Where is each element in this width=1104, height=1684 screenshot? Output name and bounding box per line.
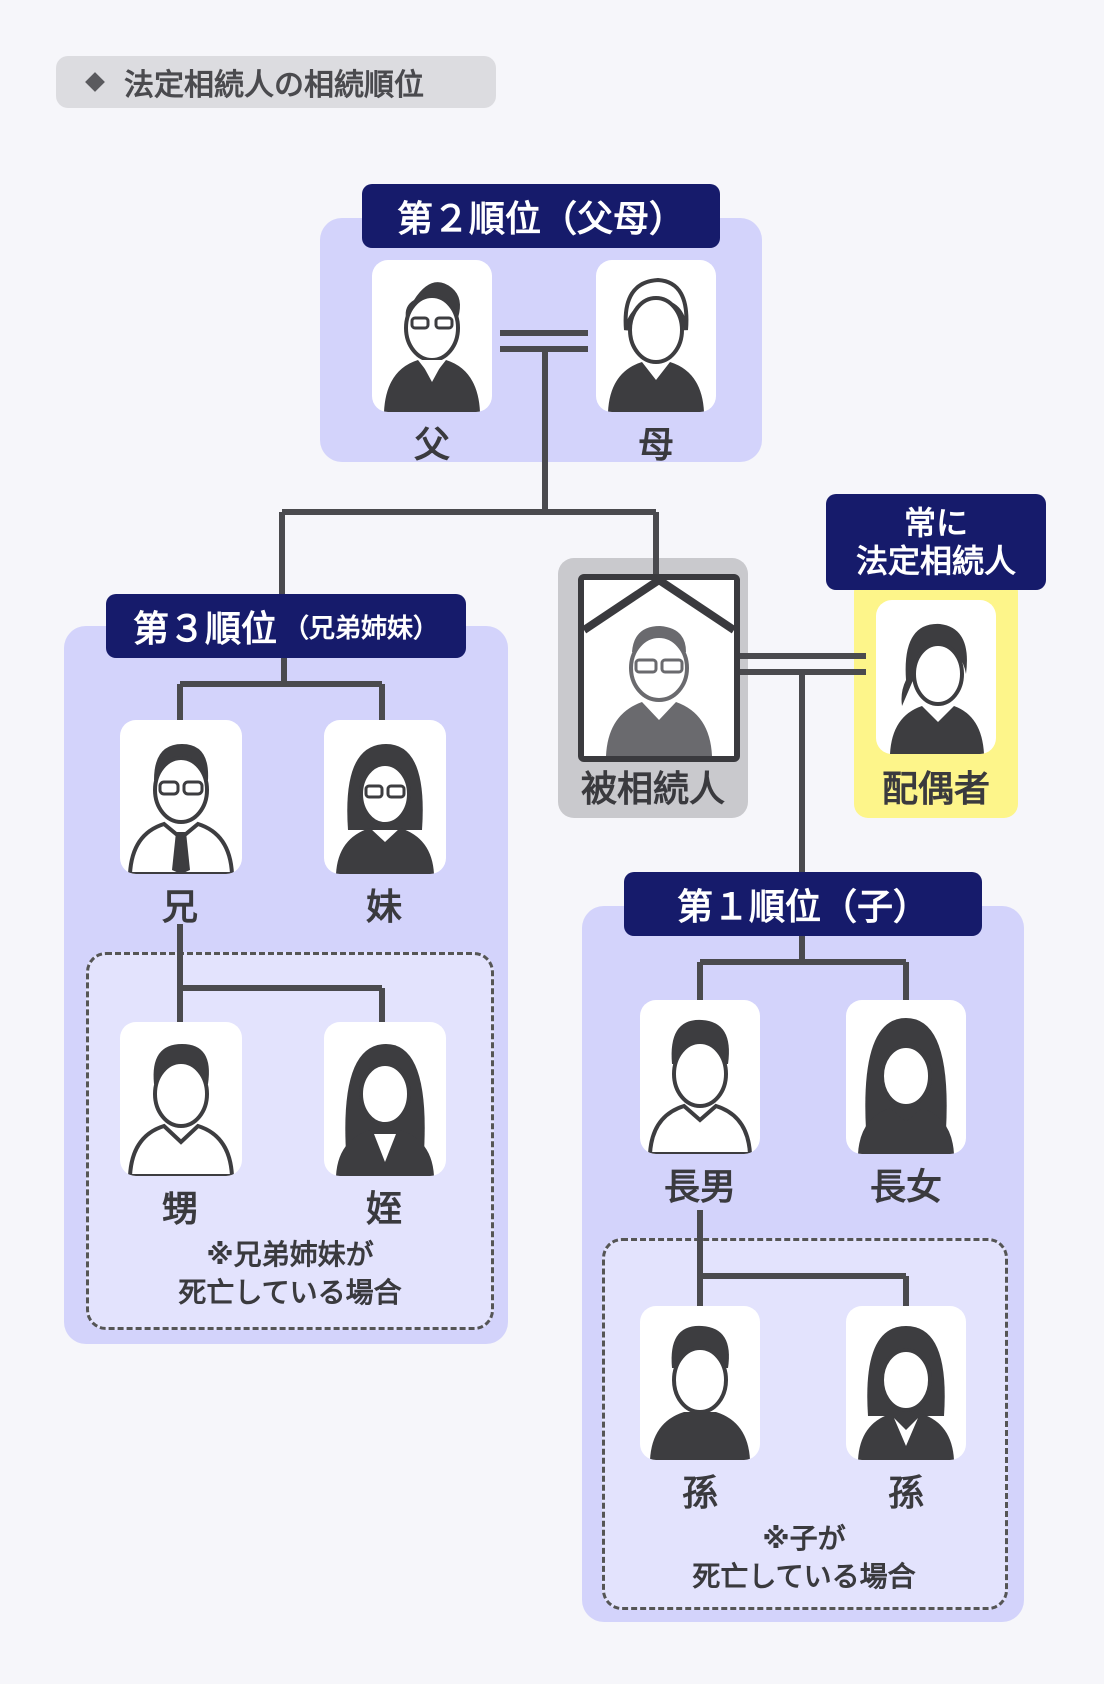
eldest-daughter-avatar-card <box>846 1000 966 1154</box>
eldest-daughter-name: 長女 <box>869 1167 942 1208</box>
younger-sister-icon <box>336 744 434 874</box>
deceased-name: 被相続人 <box>580 769 725 810</box>
nephew-avatar-card <box>120 1022 242 1176</box>
page-title: 法定相続人の相続順位 <box>124 68 424 103</box>
page-title-pill: 法定相続人の相続順位 <box>56 56 496 108</box>
grandchild-1-avatar-card <box>640 1306 760 1460</box>
eldest-son-name: 長男 <box>663 1167 736 1208</box>
eldest-son-avatar-card <box>640 1000 760 1154</box>
older-brother-name: 兄 <box>161 887 198 928</box>
spouse-avatar-card <box>876 600 996 754</box>
grandchild-2-avatar-card <box>846 1306 966 1460</box>
eldest-son-icon <box>647 1019 753 1154</box>
rank3-substitute-note: ※兄弟姉妹が 死亡している場合 <box>178 1238 402 1309</box>
older-brother-icon <box>127 744 235 874</box>
nephew-name: 甥 <box>161 1189 198 1230</box>
rank1-substitute-note: ※子が 死亡している場合 <box>692 1522 916 1593</box>
mother-name: 母 <box>637 425 674 466</box>
niece-avatar-card <box>324 1022 446 1176</box>
rank2-label: 第２順位（父母） <box>362 184 720 248</box>
rank1-label: 第１順位（子） <box>624 872 982 936</box>
niece-icon <box>336 1044 434 1176</box>
spouse-heading: 常に 法定相続人 <box>826 494 1046 590</box>
father-avatar-card <box>372 260 492 412</box>
grandchild-girl-icon <box>858 1326 954 1460</box>
grandchild-2-name: 孫 <box>887 1473 924 1514</box>
grandchild-1-name: 孫 <box>681 1473 718 1514</box>
rank3-label: 第３順位（兄弟姉妹） <box>106 594 466 658</box>
mother-icon <box>608 277 704 412</box>
older-brother-avatar-card <box>120 720 242 874</box>
father-name: 父 <box>413 425 450 466</box>
father-icon <box>384 282 480 412</box>
younger-sister-name: 妹 <box>365 887 402 928</box>
nephew-icon <box>127 1044 235 1176</box>
niece-name: 姪 <box>365 1189 402 1230</box>
deceased-icon <box>584 580 734 756</box>
spouse-name: 配偶者 <box>881 769 990 810</box>
spouse-icon <box>890 623 984 754</box>
eldest-daughter-icon <box>858 1018 954 1154</box>
mother-avatar-card <box>596 260 716 412</box>
grandchild-boy-icon <box>650 1325 750 1460</box>
deceased-avatar-card <box>578 574 740 762</box>
younger-sister-avatar-card <box>324 720 446 874</box>
